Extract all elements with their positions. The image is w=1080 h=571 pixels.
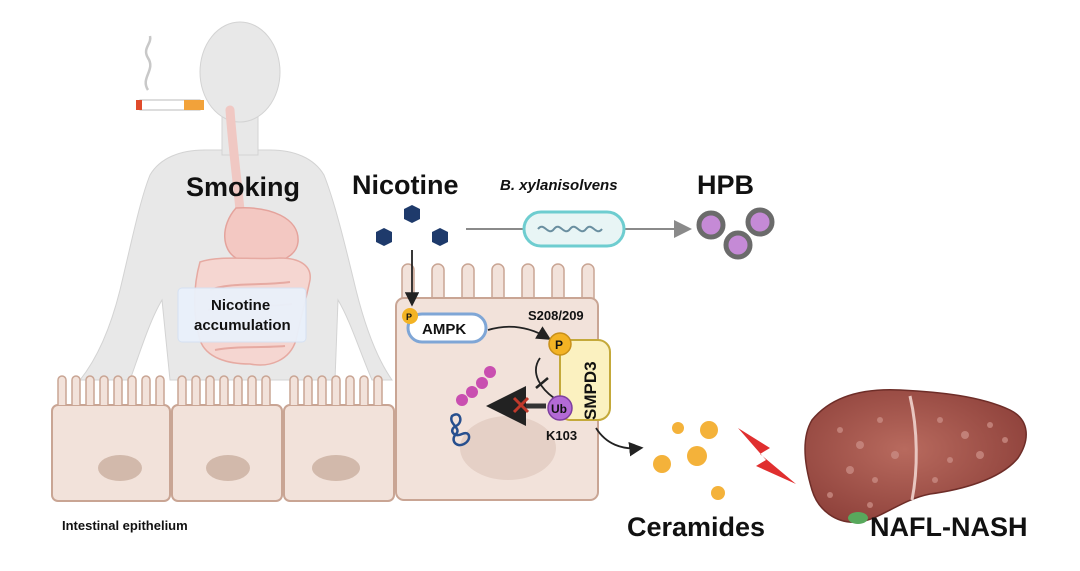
cigarette-icon (136, 99, 204, 111)
smpd3-label: SMPD3 (581, 361, 600, 420)
esophagus (225, 105, 245, 215)
epithelial-cell (51, 375, 171, 502)
protein-tangle-icon (450, 413, 471, 447)
nicotine-hexagon-icon (376, 228, 392, 246)
liver-icon (804, 389, 1027, 524)
human-figure (78, 21, 393, 381)
hpb-particle-icon (745, 207, 775, 237)
nafl-nash-label: NAFL-NASH (870, 512, 1027, 542)
nucleus (460, 416, 556, 480)
site-k-label: K103 (546, 428, 577, 443)
ubiquitin-icon (547, 395, 573, 421)
smpd3-phospho-label: P (555, 338, 563, 352)
epithelial-cell (283, 375, 395, 502)
intestinal-epithelium (51, 375, 395, 502)
nicotine-accumulation-label-2: accumulation (194, 317, 291, 334)
nicotine-accumulation-box (177, 287, 307, 343)
blocked-x-icon (512, 396, 530, 414)
smoking-label: Smoking (186, 172, 300, 202)
nicotine-accumulation-label-1: Nicotine (211, 297, 270, 314)
ubiquitin-chain-icon (456, 366, 496, 406)
hpb-particle-icon (696, 210, 726, 240)
nicotine-label: Nicotine (352, 170, 459, 200)
nicotine-hexagon-icon (432, 228, 448, 246)
ampk-label: AMPK (422, 321, 466, 338)
nicotine-molecules (376, 205, 448, 246)
ampk-phospho-label: P (406, 312, 412, 322)
bacterium-label: B. xylanisolvens (500, 177, 618, 194)
ubiquitin-label: Ub (551, 402, 567, 416)
intestinal-epithelium-label: Intestinal epithelium (62, 518, 188, 533)
bacterium-icon (522, 210, 626, 248)
inhibition-line (535, 357, 555, 399)
smoke-wisp (144, 35, 152, 91)
lightning-icon (738, 428, 796, 484)
hpb-label: HPB (697, 170, 754, 200)
ceramide-particles (653, 421, 725, 500)
site-s-label: S208/209 (528, 308, 584, 323)
nicotine-hexagon-icon (404, 205, 420, 223)
ampk-box (406, 312, 488, 344)
epithelial-cell (171, 375, 283, 502)
phospho-icon (548, 332, 572, 356)
arrow-ampk-to-smpd3 (487, 325, 552, 340)
ceramides-label: Ceramides (627, 512, 765, 542)
arrow-to-ceramides (595, 427, 644, 457)
inhibition-bar (535, 377, 549, 389)
phospho-icon (402, 308, 418, 324)
hpb-particles (696, 207, 775, 260)
hpb-particle-icon (723, 230, 753, 260)
